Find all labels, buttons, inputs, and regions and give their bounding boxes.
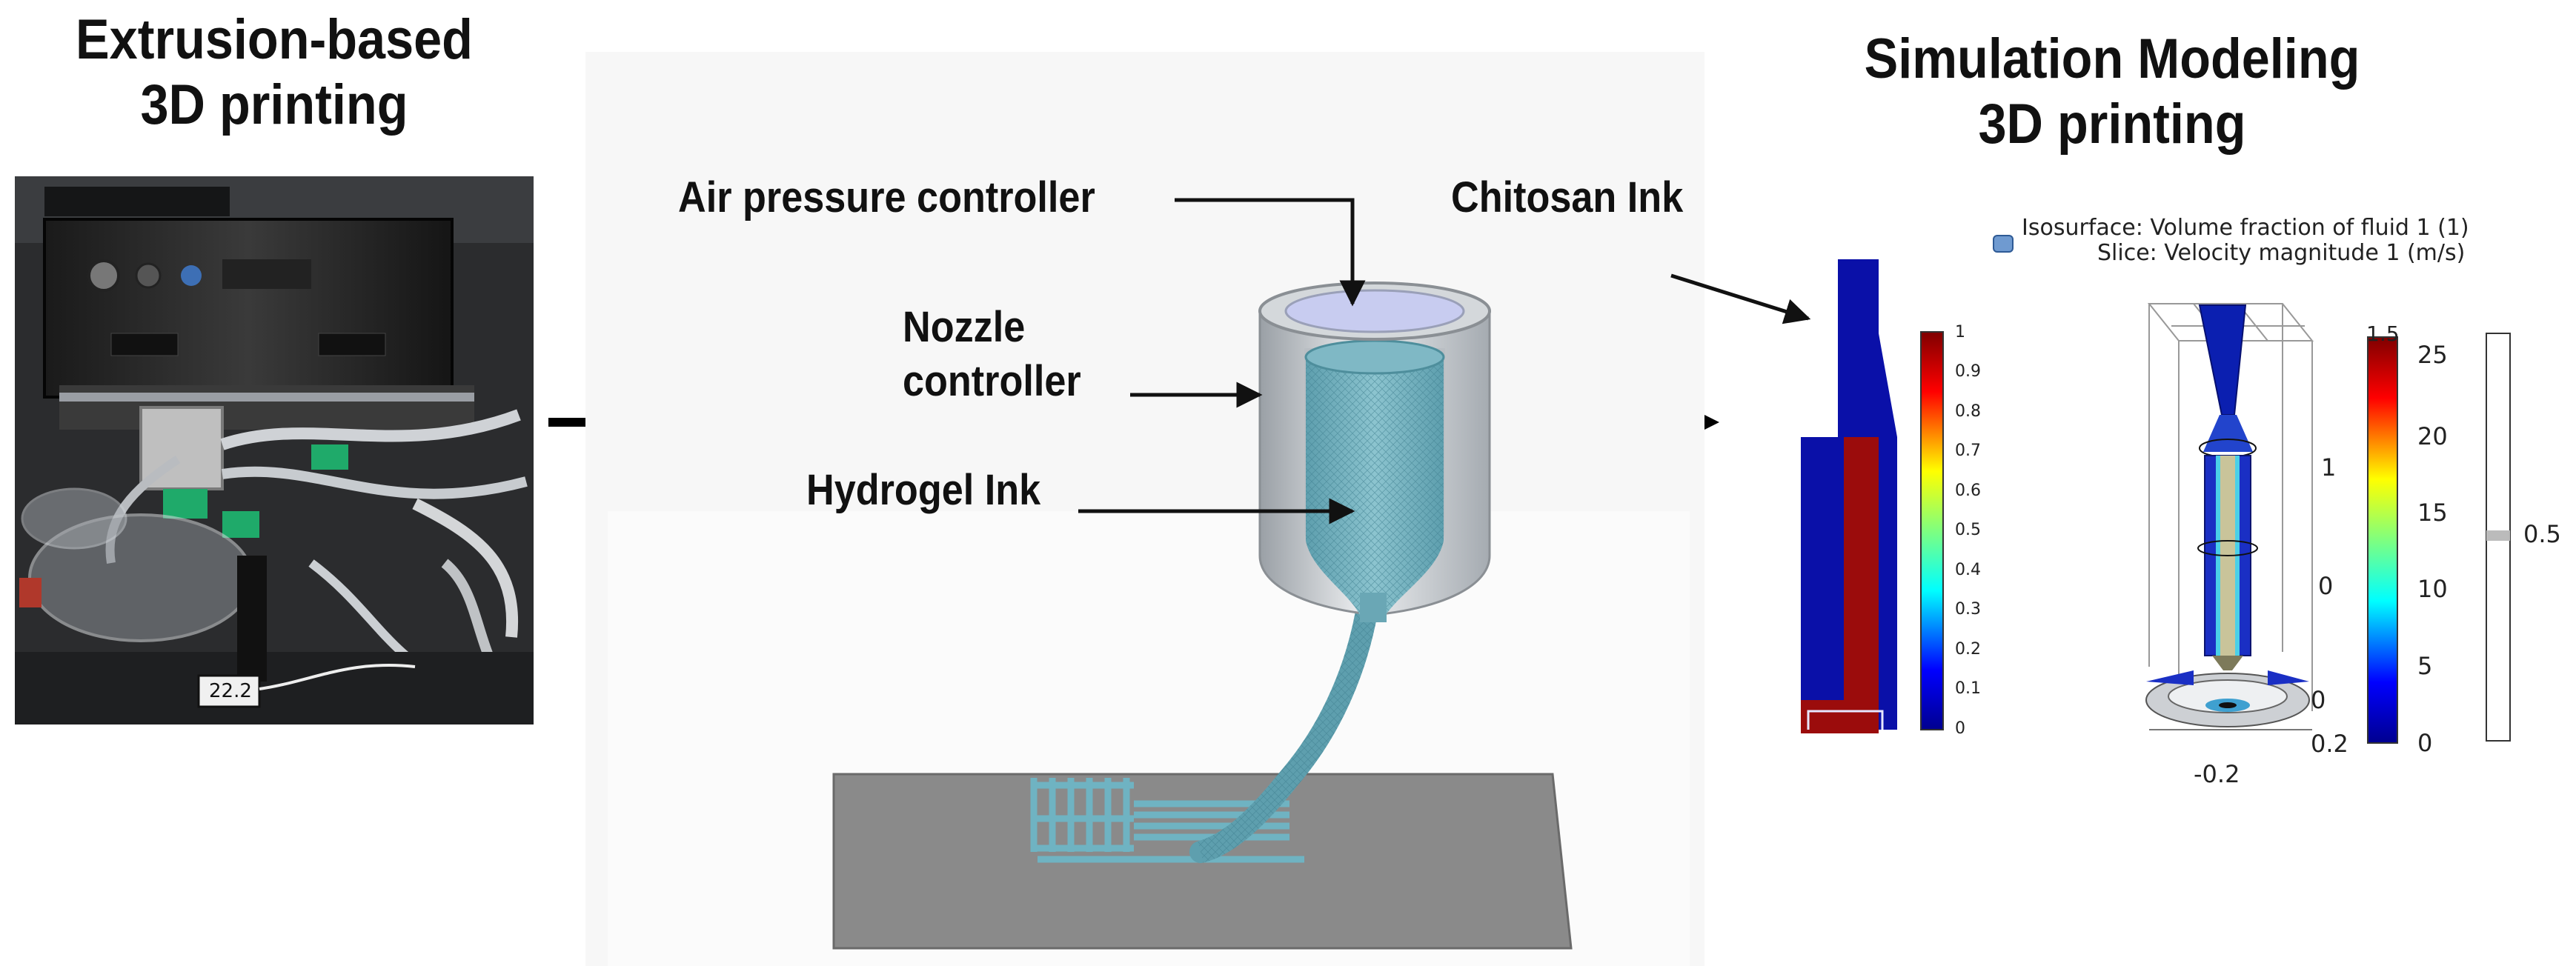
velocity-tick: 20 (2417, 422, 2448, 450)
fraction-tick: 0.6 (1955, 482, 1981, 500)
fraction-tick: 0.7 (1955, 442, 1981, 460)
label-nozzle-line2: controller (903, 357, 1081, 406)
title-right: Simulation Modeling 3D printing (1812, 27, 2412, 157)
label-arrows (1078, 198, 1811, 524)
fraction-tick: 0.8 (1955, 402, 1981, 421)
nozzle-render (585, 52, 1704, 966)
slice-label-unit: 1 (m/s) (2386, 240, 2466, 266)
simulation-3d (2145, 303, 2314, 730)
axis-tick-x-pos: 0.2 (2311, 730, 2348, 758)
label-air-pressure: Air pressure controller (678, 173, 1095, 221)
label-hydrogel-ink: Hydrogel Ink (806, 466, 1041, 514)
slice-label: Slice: Velocity magnitude 1 (m/s) (2097, 240, 2465, 266)
title-right-line1: Simulation Modeling (1864, 27, 2360, 90)
iso-bar-value: 0.5 (2523, 520, 2561, 548)
label-chitosan-ink: Chitosan Ink (1451, 173, 1684, 221)
axis-tick-left-0: 0 (2318, 572, 2334, 600)
label-nozzle-controller: Nozzle controller (903, 300, 1081, 408)
fraction-tick: 0.2 (1955, 640, 1981, 659)
velocity-tick: 0 (2417, 729, 2433, 757)
velocity-tick: 5 (2417, 652, 2433, 680)
iso-value-bar (2486, 333, 2511, 742)
title-right-line2: 3D printing (1978, 93, 2246, 156)
label-nozzle-line1: Nozzle (903, 303, 1026, 351)
title-left: Extrusion-based 3D printing (41, 7, 508, 138)
title-left-line1: Extrusion-based (76, 8, 473, 71)
thermometer-reading: 22.2 (209, 680, 252, 702)
velocity-tick: 10 (2417, 575, 2448, 603)
slice-label-text: Slice: Velocity magnitude (2097, 240, 2379, 266)
velocity-colorbar (2367, 336, 2398, 744)
fraction-tick: 0 (1955, 719, 1965, 738)
fraction-tick: 1 (1955, 323, 1965, 342)
fraction-tick: 0.5 (1955, 521, 1981, 539)
title-left-line2: 3D printing (140, 73, 408, 137)
fraction-tick: 0.9 (1955, 362, 1981, 381)
legend-icon (1993, 235, 2014, 253)
velocity-colorbar-top: 1.5 (2366, 322, 2400, 346)
simulation-slice (1801, 259, 1897, 733)
axis-tick-left-0b: 0 (2311, 686, 2326, 714)
axis-tick-x-neg: -0.2 (2194, 760, 2240, 788)
fraction-tick: 0.4 (1955, 561, 1981, 579)
velocity-tick: 15 (2417, 499, 2448, 527)
isosurface-label: Isosurface: Volume fraction of fluid 1 (… (2022, 215, 2469, 241)
printer-photo (15, 176, 534, 724)
velocity-tick: 25 (2417, 341, 2448, 369)
fraction-colorbar (1920, 331, 1944, 730)
fraction-tick: 0.3 (1955, 600, 1981, 619)
fraction-tick: 0.1 (1955, 679, 1981, 698)
axis-tick-left-1: 1 (2321, 453, 2337, 482)
